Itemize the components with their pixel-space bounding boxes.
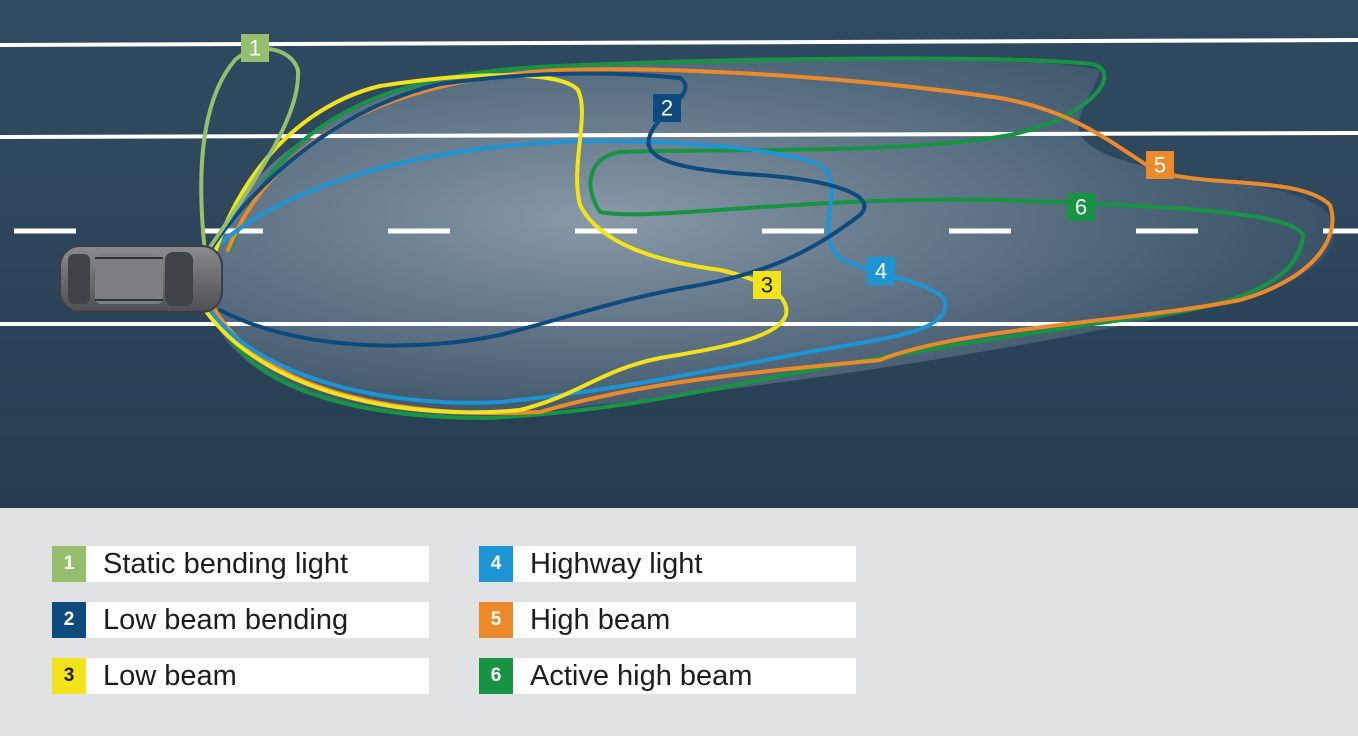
legend-label-highway: Highway light [513,546,856,582]
beam-tag-high-beam: 5 [1146,151,1174,179]
lane-line-upper [0,131,1358,139]
legend-badge-active-high-beam: 6 [479,658,513,694]
beam-outline-highway [208,139,948,405]
legend-label-static-bending: Static bending light [86,546,429,582]
beam-outline-low-beam-bending [208,71,867,348]
beam-tag-number-high-beam: 5 [1154,153,1166,178]
beam-tag-number-low-beam-bending: 2 [661,96,673,121]
beam-tag-static-bending: 1 [241,34,269,62]
legend-item-active-high-beam: 6 Active high beam [479,658,856,694]
legend-badge-low-beam-bending: 2 [52,602,86,638]
headlight-beam-diagram: 1 2 3 4 5 6 [0,0,1358,508]
beam-tag-number-low-beam: 3 [761,273,773,298]
beam-tag-low-beam: 3 [753,271,781,299]
legend-item-highway: 4 Highway light [479,546,856,582]
legend-label-low-beam-bending: Low beam bending [86,602,429,638]
beam-tag-number-static-bending: 1 [249,36,261,61]
beam-outline-active-high-beam [218,56,1305,420]
beam-tag-highway: 4 [867,257,895,285]
legend-label-low-beam: Low beam [86,658,429,694]
car-windshield [165,252,193,306]
beam-outline-static-bending [199,46,301,254]
legend-badge-highway: 4 [479,546,513,582]
legend-item-low-beam: 3 Low beam [52,658,429,694]
beam-tag-active-high-beam: 6 [1067,193,1095,221]
car-roof [95,254,163,304]
car-top-view [59,245,223,313]
legend-item-low-beam-bending: 2 Low beam bending [52,602,429,638]
beam-outline-low-beam [203,73,789,415]
legend-label-active-high-beam: Active high beam [513,658,856,694]
lane-line-top [0,38,1358,47]
legend-badge-low-beam: 3 [52,658,86,694]
beam-tag-low-beam-bending: 2 [653,94,681,122]
beam-outline-high-beam [213,67,1335,416]
legend-item-static-bending: 1 Static bending light [52,546,429,582]
beam-tag-number-highway: 4 [875,259,887,284]
legend-item-high-beam: 5 High beam [479,602,856,638]
legend-label-high-beam: High beam [513,602,856,638]
beam-tag-number-active-high-beam: 6 [1075,195,1087,220]
car-rear-window [68,254,90,304]
legend-badge-high-beam: 5 [479,602,513,638]
legend-badge-static-bending: 1 [52,546,86,582]
